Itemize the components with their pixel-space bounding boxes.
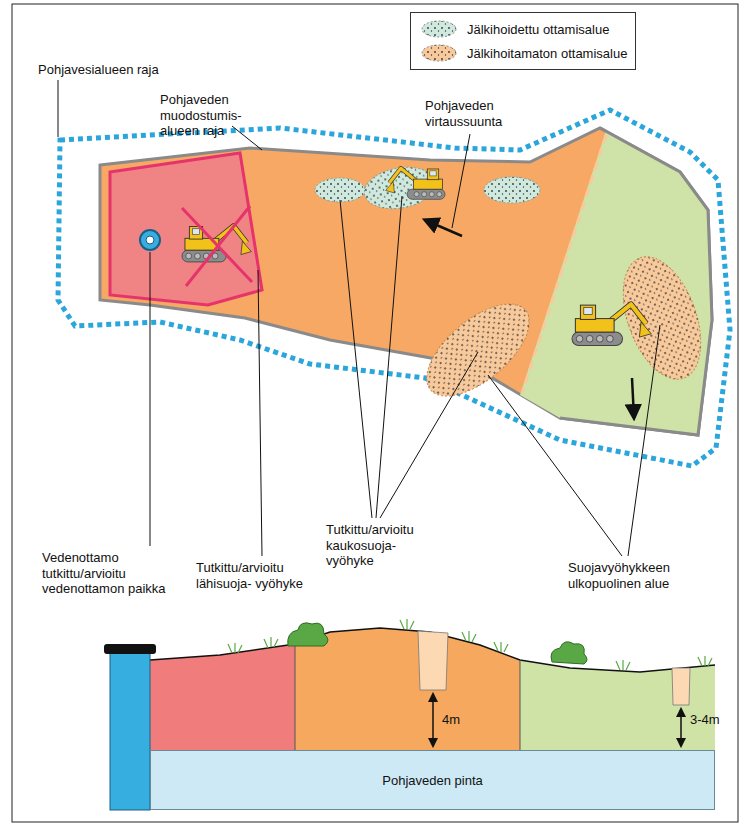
- bush: [551, 642, 587, 664]
- restored-area: [484, 177, 540, 203]
- unrestored-area: [608, 246, 716, 390]
- legend-swatch-dots: [422, 21, 456, 37]
- restored-area: [315, 162, 540, 214]
- excavation-pit: [418, 631, 448, 690]
- well-cap: [104, 644, 156, 654]
- restored-area: [484, 177, 540, 203]
- grass: [400, 619, 414, 629]
- leader-line: [232, 126, 262, 150]
- legend-row: Jälkihoitamaton ottamisalue: [419, 41, 627, 65]
- unrestored-area: [411, 287, 545, 413]
- zone-divider: [295, 644, 296, 750]
- callout-label: 3-4m: [690, 712, 720, 728]
- grass: [616, 660, 630, 670]
- grass: [228, 619, 712, 670]
- aquifer-boundary: [58, 110, 730, 466]
- near-zone: [110, 153, 262, 305]
- bush: [288, 623, 328, 646]
- grass: [698, 656, 712, 666]
- callout-label: Vedenottamo tutkittu/arvioitu vedenottam…: [42, 550, 170, 597]
- legend-swatch-box: [419, 19, 459, 39]
- near-zone-section: [150, 644, 295, 750]
- dimension-arrow: [432, 694, 434, 746]
- excavation-pit: [672, 668, 690, 705]
- band-label: Pohjaveden pinta: [382, 773, 482, 788]
- grass: [494, 642, 508, 652]
- well-shaft: [110, 652, 150, 810]
- zone-divider: [520, 660, 521, 750]
- dimension-arrow: [680, 709, 682, 746]
- callout-label: Suojavyöhykkeen ulkopuolinen alue: [568, 560, 718, 591]
- callout-label: 4m: [442, 712, 460, 728]
- excavator: [572, 304, 651, 345]
- well-symbol: [146, 236, 154, 244]
- leader-line: [452, 134, 470, 228]
- flow-arrow: [425, 220, 462, 236]
- leader-line: [340, 200, 372, 518]
- legend-row: Jälkihoidettu ottamisalue: [419, 17, 627, 41]
- legend-swatch: [422, 45, 456, 61]
- grass: [264, 637, 278, 648]
- callout-label: Tutkittu/arvioitu lähisuoja- vyöhyke: [196, 560, 314, 591]
- callout-label: Pohjavesialueen raja: [38, 62, 159, 78]
- excavator: [386, 168, 445, 199]
- leader-line: [58, 80, 660, 556]
- formation-area: [100, 128, 712, 435]
- legend-swatch: [422, 21, 456, 37]
- callout-label: Pohjaveden muodostumis- alueen raja: [160, 92, 280, 139]
- prohibition-cross: [186, 206, 250, 286]
- grass: [228, 643, 242, 653]
- legend-text: Jälkihoidettu ottamisalue: [467, 22, 609, 37]
- legend-text: Jälkihoitamaton ottamisalue: [467, 46, 627, 61]
- far-zone-section: [295, 628, 520, 750]
- groundwater-band: Pohjaveden pinta: [150, 750, 715, 810]
- legend-swatch-box: [419, 43, 459, 63]
- legend-swatch-dots: [422, 45, 456, 61]
- callout-label: Pohjaveden virtaussuunta: [425, 98, 543, 129]
- leader-line: [488, 375, 622, 556]
- zone-border: [522, 135, 606, 393]
- well-symbol: [140, 230, 160, 250]
- restored-area: [315, 178, 365, 202]
- leader-line: [150, 252, 151, 546]
- flow-arrow: [632, 378, 634, 418]
- unrestored-area: [608, 246, 716, 390]
- leader-line: [380, 352, 478, 518]
- grass: [462, 631, 476, 642]
- leader-line: [376, 196, 402, 518]
- unrestored-area: [411, 287, 545, 413]
- leader-line: [258, 270, 262, 556]
- bush: [288, 623, 587, 664]
- outside-zone-section: [520, 660, 715, 750]
- leader-line: [58, 80, 59, 137]
- restored-area: [315, 178, 365, 202]
- legend: Jälkihoidettu ottamisalueJälkihoitamaton…: [410, 12, 636, 70]
- frame: [12, 4, 738, 822]
- callout-label: Tutkittu/arvioitu kaukosuoja- vyöhyke: [326, 522, 444, 569]
- leader-line: [628, 325, 660, 556]
